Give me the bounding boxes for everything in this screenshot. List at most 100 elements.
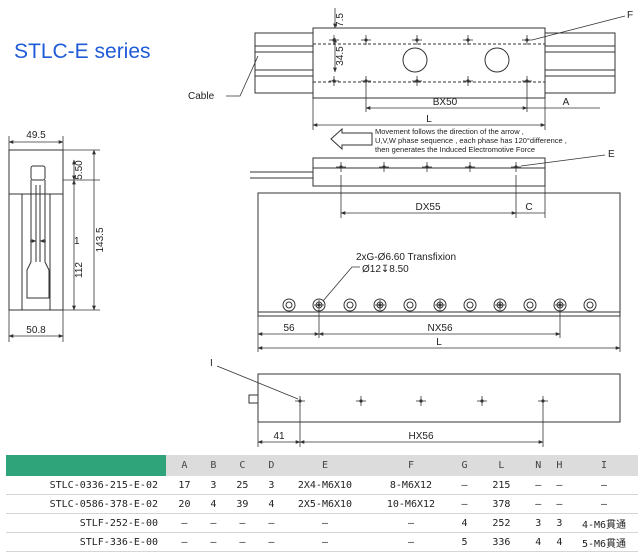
col-e: E (281, 455, 368, 476)
dim-c: C (525, 202, 532, 213)
cell: — (260, 513, 282, 533)
col-b: B (202, 455, 224, 476)
dim-a: A (563, 97, 570, 108)
cell: 3 (260, 476, 282, 495)
col-g: G (453, 455, 476, 476)
col-h: H (548, 455, 570, 476)
cell: — (166, 513, 203, 533)
cell: — (202, 532, 224, 552)
dim-34-5: 34.5 (335, 46, 346, 66)
col-a: A (166, 455, 203, 476)
cell: 25 (223, 476, 261, 495)
cell: — (367, 513, 454, 533)
bottom-track (257, 373, 621, 423)
cell: 5-M6貫通 (570, 532, 638, 552)
dim-7-5: 7.5 (335, 13, 346, 27)
cell: — (570, 476, 638, 495)
cell: — (281, 513, 368, 533)
cell: 2X4-M6X10 (281, 476, 368, 495)
hole-note: 2xG-Ø6.60 Transfixion (356, 252, 456, 263)
cell-model: STLF-252-E-00 (6, 513, 166, 533)
col-d: D (260, 455, 282, 476)
cell: 3 (527, 513, 549, 533)
dim-bx50: BX50 (433, 97, 458, 108)
top-hole-left (402, 47, 428, 73)
cell: — (260, 532, 282, 552)
cell: 378 (475, 494, 528, 514)
top-left-rail (254, 32, 314, 94)
dim-l-top: L (426, 114, 432, 125)
cell: — (223, 532, 261, 552)
col-f: F (367, 455, 454, 476)
cell: 4 (548, 532, 570, 552)
dim-49-5: 49.5 (26, 130, 46, 141)
callout-e: E (608, 149, 615, 160)
dim-hx56: HX56 (408, 431, 433, 442)
col-model (6, 455, 166, 476)
top-hole-right (484, 47, 510, 73)
counterbore-note: Ø12↧8.50 (362, 264, 409, 275)
cell: 5 (453, 532, 476, 552)
cell: 3 (202, 476, 224, 495)
cell: — (453, 494, 476, 514)
cell: 10-M6X12 (367, 494, 454, 514)
cell-model: STLC-0586-378-E-02 (6, 494, 166, 514)
cell: — (223, 513, 261, 533)
movement-note-3: then generates the Induced Electromotive… (375, 145, 535, 154)
callout-i: I (210, 358, 213, 369)
dim-nx56: NX56 (427, 323, 452, 334)
cell: 39 (223, 494, 261, 514)
top-right-rail (544, 32, 616, 94)
callout-f: F (627, 10, 633, 21)
side-section (8, 149, 64, 311)
cell: 4-M6貫通 (570, 513, 638, 533)
cell: — (527, 494, 549, 514)
top-carriage (312, 27, 546, 99)
magnet-track (257, 192, 621, 317)
cell: — (453, 476, 476, 495)
cell: 17 (166, 476, 203, 495)
cell-model: STLF-336-E-00 (6, 532, 166, 552)
cell: 215 (475, 476, 528, 495)
col-n: N (527, 455, 549, 476)
table-row: STLF-336-E-00 — — — — — — 5 336 4 4 5-M6… (6, 532, 638, 552)
cell: — (166, 532, 203, 552)
series-title: STLC-E series (14, 40, 151, 63)
dim-50-8: 50.8 (26, 325, 46, 336)
dim-112: 112 (74, 262, 85, 278)
front-carriage (312, 157, 546, 187)
col-c: C (223, 455, 261, 476)
table-header-row: A B C D E F G L N H I (6, 455, 638, 476)
table-row: STLF-252-E-00 — — — — — — 4 252 3 3 4-M6… (6, 513, 638, 533)
dim-143-5: 143.5 (95, 227, 106, 252)
cell: 3 (548, 513, 570, 533)
cell: — (202, 513, 224, 533)
cell: — (570, 494, 638, 514)
cell: 4 (202, 494, 224, 514)
movement-note-1: Movement follows the direction of the ar… (375, 127, 524, 136)
cell: — (527, 476, 549, 495)
cell: — (548, 476, 570, 495)
col-i: I (570, 455, 638, 476)
col-l: L (475, 455, 528, 476)
spec-table: A B C D E F G L N H I STLC-0336-215-E-02… (6, 455, 638, 552)
dim-56: 56 (283, 323, 295, 334)
table-row: STLC-0586-378-E-02 20 4 39 4 2X5-M6X10 1… (6, 494, 638, 514)
cell: 20 (166, 494, 203, 514)
cell: 336 (475, 532, 528, 552)
cell: — (281, 532, 368, 552)
movement-note-2: U,V,W phase sequence , each phase has 12… (375, 136, 567, 145)
table-row: STLC-0336-215-E-02 17 3 25 3 2X4-M6X10 8… (6, 476, 638, 495)
cell: 4 (260, 494, 282, 514)
cell: — (367, 532, 454, 552)
cell: 2X5-M6X10 (281, 494, 368, 514)
cell-model: STLC-0336-215-E-02 (6, 476, 166, 495)
cell: 4 (527, 532, 549, 552)
dim-5-50: 5.50 (74, 160, 85, 180)
dim-41: 41 (273, 431, 285, 442)
dim-dx55: DX55 (415, 202, 440, 213)
cell: 252 (475, 513, 528, 533)
cell: 8-M6X12 (367, 476, 454, 495)
dim-1: 1 (74, 236, 80, 247)
cable-label: Cable (188, 91, 215, 102)
